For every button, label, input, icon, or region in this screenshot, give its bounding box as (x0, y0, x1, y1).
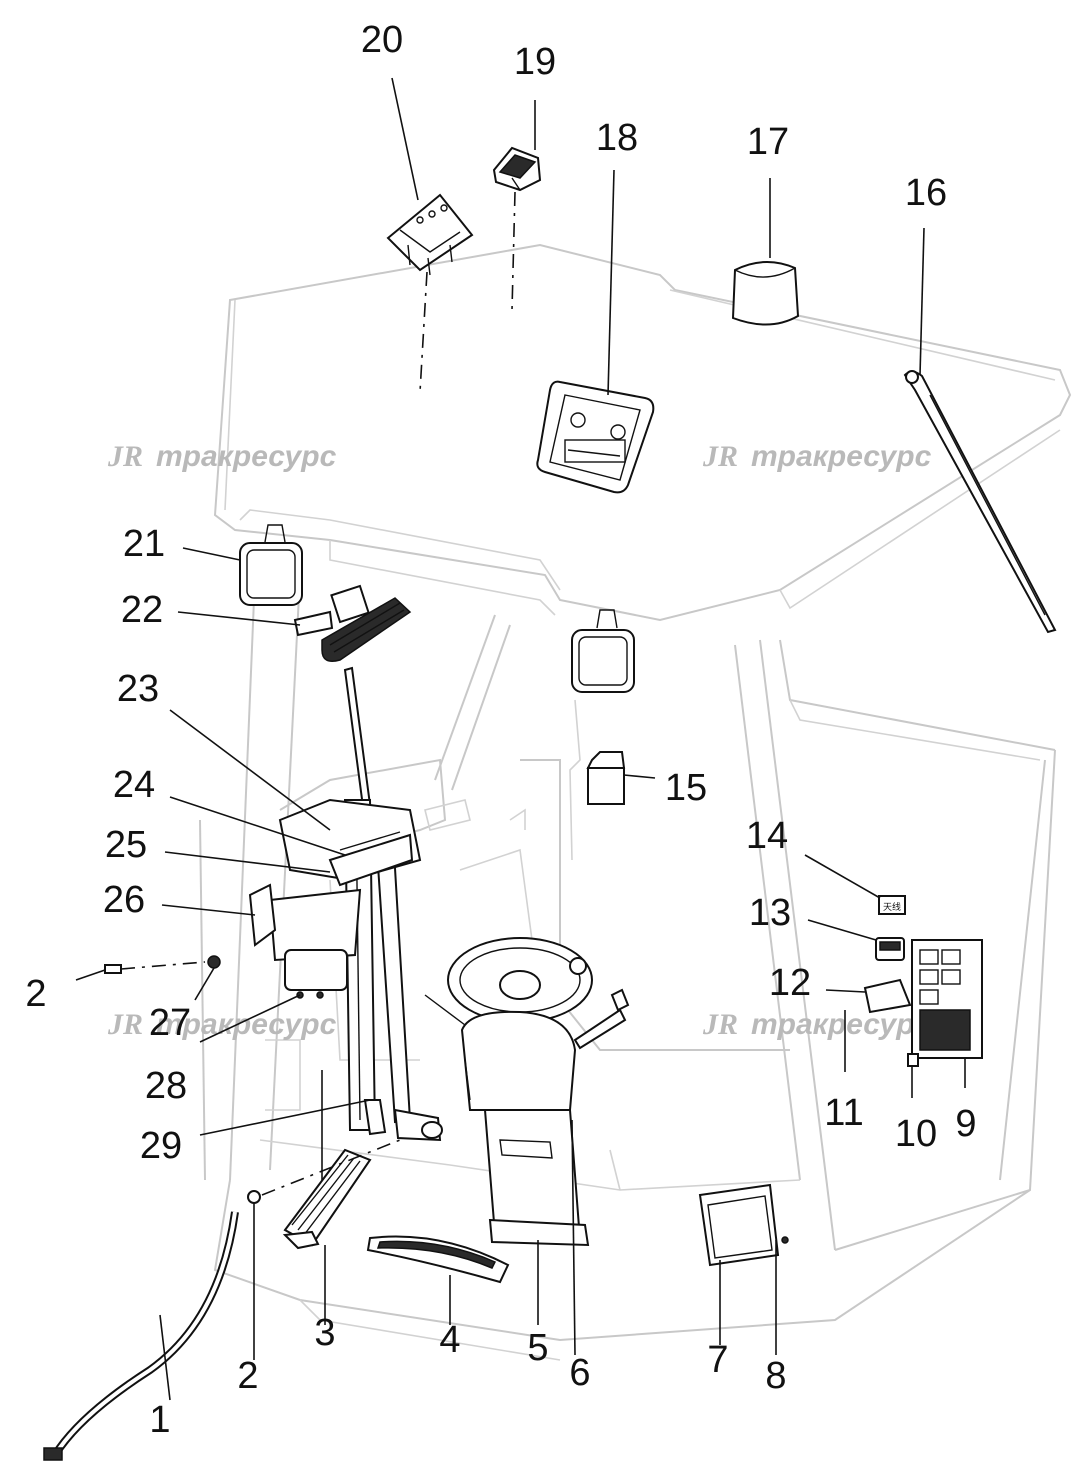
callout-22: 22 (121, 589, 163, 631)
watermark-2: JR тракресурс (702, 440, 932, 473)
part-18-dome-lamp (536, 380, 655, 494)
watermark-4: JR тракресурс (702, 1008, 932, 1041)
callout-3: 3 (314, 1312, 335, 1354)
part-7-controller (698, 1183, 780, 1267)
callout-29: 29 (140, 1125, 182, 1167)
callout-5: 5 (527, 1327, 548, 1369)
callout-27: 27 (149, 1002, 191, 1044)
part-2-bolt-lower (247, 1190, 261, 1204)
part-4-display-panel (366, 1235, 510, 1284)
svg-text:JR: JR (107, 440, 143, 473)
part-17-beacon (731, 260, 800, 326)
callout-18: 18 (596, 117, 638, 159)
svg-text:тракресурс: тракресурс (751, 1008, 932, 1041)
watermark-1: JR тракресурс (107, 440, 337, 473)
svg-text:天线: 天线 (883, 901, 901, 913)
svg-text:JR: JR (702, 1008, 738, 1041)
callout-6: 6 (569, 1352, 590, 1394)
part-9-fuse-box (911, 939, 983, 1059)
callout-2-upper: 2 (25, 973, 46, 1015)
callout-10: 10 (895, 1113, 937, 1155)
part-29-wiper-arm (363, 1099, 443, 1142)
callout-7: 7 (707, 1339, 728, 1381)
part-22-fan (293, 584, 412, 662)
svg-text:тракресурс: тракресурс (156, 1008, 337, 1041)
callout-15: 15 (665, 767, 707, 809)
part-2-axis (261, 1139, 401, 1196)
part-19-axis (511, 191, 516, 311)
svg-text:тракресурс: тракресурс (751, 440, 932, 473)
part-1-cable (43, 1211, 239, 1461)
svg-text:JR: JR (107, 1008, 143, 1041)
callout-21: 21 (123, 523, 165, 565)
callout-24: 24 (113, 764, 155, 806)
callout-14: 14 (746, 815, 788, 857)
work-lamp-right (571, 609, 635, 693)
watermark-3: JR тракресурс (107, 1008, 337, 1041)
part-16-wiper-arm (903, 370, 1057, 634)
part-10-connector (907, 1053, 919, 1067)
steering-column (424, 937, 630, 1247)
callout-20: 20 (361, 19, 403, 61)
part-19-rocker-switch (492, 146, 542, 192)
callout-9: 9 (955, 1103, 976, 1145)
part-27-plug (207, 955, 221, 969)
callout-25: 25 (105, 824, 147, 866)
part-3-control-unit (282, 1148, 372, 1250)
callout-12: 12 (769, 962, 811, 1004)
callout-2-lower: 2 (237, 1355, 258, 1397)
callout-23: 23 (117, 668, 159, 710)
callout-1: 1 (149, 1399, 170, 1441)
callout-17: 17 (747, 121, 789, 163)
svg-text:тракресурс: тракресурс (156, 440, 337, 473)
part-8-screw (781, 1236, 789, 1244)
callout-19: 19 (514, 41, 556, 83)
callout-4: 4 (439, 1319, 460, 1361)
part-13-relay (875, 937, 905, 961)
leader-lines (75, 77, 966, 1401)
callout-28: 28 (145, 1065, 187, 1107)
bolt-axis (120, 961, 206, 970)
part-20-axis (419, 271, 428, 393)
callout-11: 11 (824, 1092, 863, 1134)
callout-13: 13 (749, 892, 791, 934)
callout-8: 8 (765, 1355, 786, 1397)
part-20-switch-panel (386, 193, 474, 276)
svg-text:JR: JR (702, 440, 738, 473)
callout-16: 16 (905, 172, 947, 214)
part-12-relay-module (863, 978, 912, 1014)
callout-labels: 20 19 18 17 16 21 22 23 24 25 26 2 27 28… (25, 19, 976, 1441)
part-21-work-lamp (239, 524, 303, 606)
part-2-bolt-upper (104, 964, 122, 974)
part-14-label: 天线 (878, 895, 906, 915)
part-15-relay (586, 751, 626, 805)
part-23-wiper-assembly (248, 666, 422, 1131)
callout-26: 26 (103, 879, 145, 921)
